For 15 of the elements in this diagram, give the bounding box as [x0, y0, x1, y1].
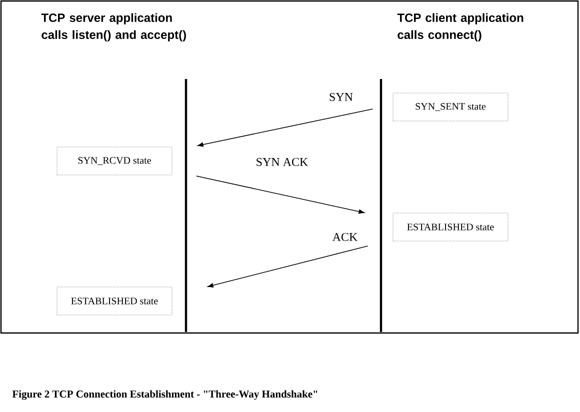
edge-label: SYN [328, 92, 354, 102]
arrow [208, 246, 368, 288]
state-box: ESTABLISHED state [392, 212, 508, 242]
heading: TCP server application calls listen() and accept() [41, 13, 186, 42]
state-box: SYN_SENT state [392, 92, 508, 122]
lifeline [184, 79, 188, 332]
state-box: SYN_RCVD state [56, 146, 172, 176]
state-box: ESTABLISHED state [56, 286, 172, 316]
edge-label: ACK [331, 232, 359, 242]
arrow [198, 108, 374, 147]
arrow [196, 176, 364, 214]
caption: Figure 2 TCP Connection Establishment - "Three-Way Handshake" [12, 390, 318, 400]
edge-label: SYN ACK [254, 156, 310, 168]
lifeline [380, 79, 382, 332]
heading: TCP client application calls connect() [397, 13, 524, 42]
